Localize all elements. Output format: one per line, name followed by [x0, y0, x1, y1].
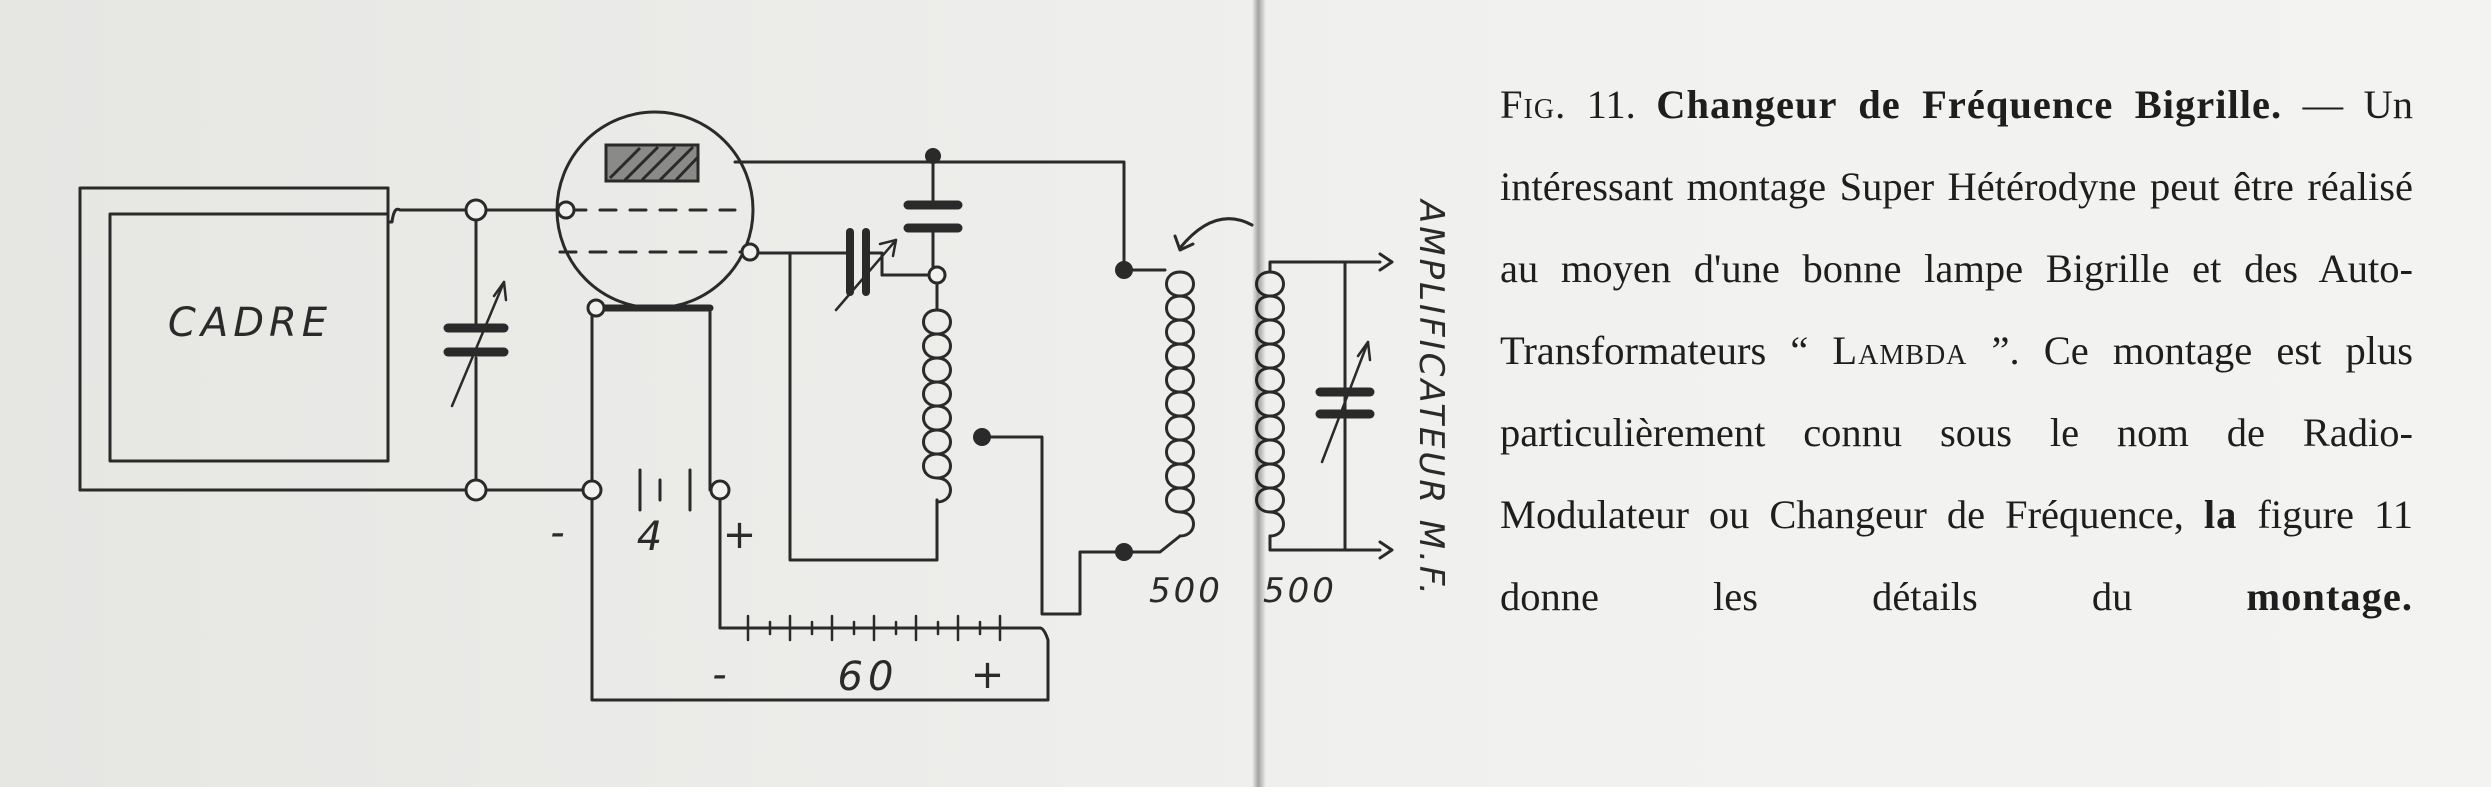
battery-low-voltage-label: 4 — [637, 514, 667, 560]
frame-antenna: CADRE — [78, 186, 390, 492]
secondary-coil-label: 500 — [1263, 571, 1337, 611]
brand-name: Lambda — [1832, 328, 1968, 373]
bigrille-valve — [555, 110, 760, 320]
caption-dash: — — [2302, 82, 2344, 127]
battery-high-minus: - — [712, 652, 731, 698]
battery-low-voltage: - 4 + — [550, 468, 762, 560]
oscillator-coil — [922, 308, 952, 504]
caption-text-3: figure 11 donne les détails du — [1500, 492, 2414, 619]
page-fold — [1252, 0, 1266, 787]
auto-transformer: 500 500 — [1122, 217, 1394, 611]
frame-label: CADRE — [168, 300, 332, 346]
output-label: AMPLIFICATEUR M.F. — [1411, 198, 1451, 598]
caption-text-1: Un intéressant montage Super Hétérodyne … — [1500, 82, 2414, 373]
circuit-wires — [78, 160, 1126, 702]
caption-bold-end: montage. — [2246, 574, 2414, 619]
fixed-capacitor — [903, 200, 963, 233]
caption-text-2: ”. Ce montage est plus particulièrement … — [1500, 328, 2413, 537]
frame-tuning-capacitor — [443, 280, 509, 408]
figure-number: 11. — [1586, 82, 1636, 127]
output-tuning-capacitor — [1315, 340, 1375, 464]
battery-low-minus: - — [550, 510, 569, 556]
caption-paragraph: Fig. 11. Changeur de Fréquence Bigrille.… — [1500, 64, 2413, 638]
caption-bold-tail: la — [2203, 492, 2238, 537]
figure-caption: Fig. 11. Changeur de Fréquence Bigrille.… — [1500, 64, 2413, 638]
figure-label: Fig. — [1500, 82, 1567, 127]
caption-title: Changeur de Fréquence Bigrille. — [1656, 82, 2283, 127]
terminals — [464, 148, 1133, 561]
reaction-variable-capacitor — [818, 228, 898, 312]
battery-high-voltage: - 60 + — [712, 614, 1010, 700]
primary-coil-label: 500 — [1149, 571, 1223, 611]
battery-high-plus: + — [971, 652, 1010, 698]
battery-low-plus: + — [723, 512, 762, 558]
circuit-schematic: CADRE — [78, 110, 1451, 702]
battery-high-voltage-label: 60 — [838, 654, 899, 700]
